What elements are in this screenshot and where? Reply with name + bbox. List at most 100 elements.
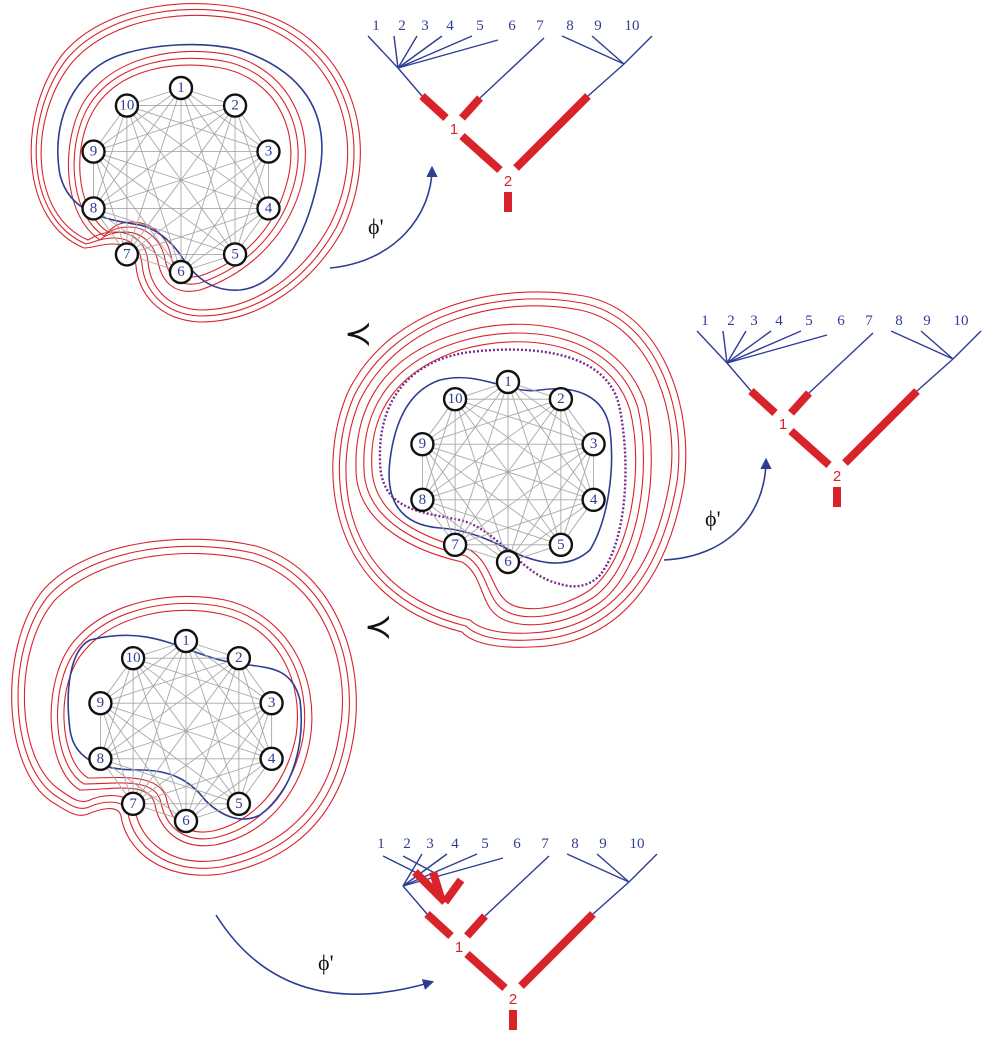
node-circle — [495, 369, 521, 395]
map-arrow-2 — [663, 457, 772, 561]
tree-branch — [726, 330, 747, 364]
graph-node: 6 — [168, 259, 194, 285]
graph-node: 9 — [88, 690, 113, 716]
node-circle — [168, 75, 194, 101]
leaf-label: 5 — [481, 836, 489, 852]
internal-node-label: 2 — [509, 991, 517, 1008]
leaf-label: 8 — [571, 836, 579, 852]
graph-edge — [454, 399, 509, 563]
graph-node: 5 — [222, 242, 248, 267]
tree-branch — [561, 35, 625, 65]
node-label: 6 — [177, 264, 185, 280]
leaf-label: 7 — [541, 836, 549, 852]
edge-set — [93, 87, 269, 273]
graph-node: 9 — [410, 431, 435, 457]
node-circle — [222, 242, 248, 267]
tree-thick-branch — [788, 428, 832, 468]
node-circle — [173, 808, 199, 834]
graph-edge — [180, 87, 269, 209]
graph-edge — [422, 381, 509, 501]
graph-edge — [93, 151, 182, 273]
tree-branch — [916, 358, 954, 392]
graph-edge — [185, 640, 272, 760]
node-circle — [442, 532, 468, 558]
node-label: 10 — [448, 391, 463, 407]
tree-branch — [402, 853, 478, 887]
graph-edge — [126, 105, 269, 209]
map-arrow-3 — [215, 914, 435, 995]
leaf-label: 4 — [775, 313, 783, 329]
tree-branch — [623, 35, 653, 65]
tree-branch — [726, 334, 828, 364]
graph-node: 2 — [222, 93, 248, 118]
tree-thick-branch — [464, 951, 508, 991]
tree-branch — [726, 362, 752, 392]
graph-edge — [185, 702, 272, 822]
tree-branch — [382, 855, 416, 873]
leaf-label: 4 — [446, 18, 454, 34]
graph-edge — [180, 151, 269, 273]
node-circle — [495, 549, 521, 575]
tree-branch — [591, 35, 625, 65]
graph-edge — [507, 443, 594, 563]
tree-branch — [397, 67, 423, 97]
node-circle — [442, 386, 468, 412]
node-circle — [581, 487, 606, 513]
node-circle — [256, 139, 281, 164]
tree-branch — [484, 855, 550, 917]
leaf-label: 9 — [923, 313, 931, 329]
tree-thick-branch — [518, 911, 596, 989]
tree-thick-branch — [429, 870, 445, 900]
graph-edge — [100, 702, 240, 805]
node-label: 10 — [126, 650, 141, 666]
separator-rings-1 — [30, 3, 361, 323]
node-label: 6 — [182, 813, 190, 829]
graph-node: 5 — [548, 532, 574, 558]
tree-branch — [393, 35, 399, 69]
boundary-curve-3 — [67, 634, 303, 820]
graph-node: 2 — [548, 386, 574, 412]
node-label: 2 — [557, 391, 565, 407]
tree-branch — [596, 853, 630, 883]
graph-node: 10 — [442, 386, 468, 412]
graph-node: 1 — [495, 369, 521, 395]
node-label: 1 — [177, 80, 185, 96]
leaf-label: 8 — [566, 18, 574, 34]
leaf-label: 4 — [451, 836, 459, 852]
graph-edge — [93, 151, 128, 255]
tree-branch — [566, 853, 630, 883]
internal-node-label: 1 — [455, 939, 463, 956]
tree-thick-branch — [464, 913, 488, 939]
graph-node: 3 — [581, 431, 606, 457]
node-circle — [168, 259, 194, 285]
node-circle — [81, 139, 106, 164]
tree-branch — [367, 35, 399, 69]
graph-edge — [99, 658, 134, 759]
graph-node: 9 — [81, 139, 106, 164]
node-label: 8 — [97, 751, 105, 767]
node-circle — [548, 386, 574, 412]
node-label: 3 — [590, 436, 598, 452]
graph-edge — [93, 105, 236, 152]
leaf-label: 2 — [398, 18, 406, 34]
graph-node: 4 — [581, 487, 606, 513]
node-circle — [114, 93, 140, 118]
graph-edge — [454, 499, 594, 546]
node-circle — [548, 532, 574, 558]
phi-label-3: ϕ' — [318, 950, 334, 975]
graph-edge — [422, 499, 562, 546]
internal-node-label: 1 — [779, 416, 787, 433]
node-label: 7 — [123, 246, 131, 262]
node-label: 4 — [265, 200, 273, 216]
graph-edge — [422, 398, 562, 445]
tree-branch — [952, 330, 982, 360]
node-label: 7 — [451, 537, 459, 553]
graph-node: 10 — [114, 93, 140, 118]
graph-edge — [99, 703, 134, 804]
